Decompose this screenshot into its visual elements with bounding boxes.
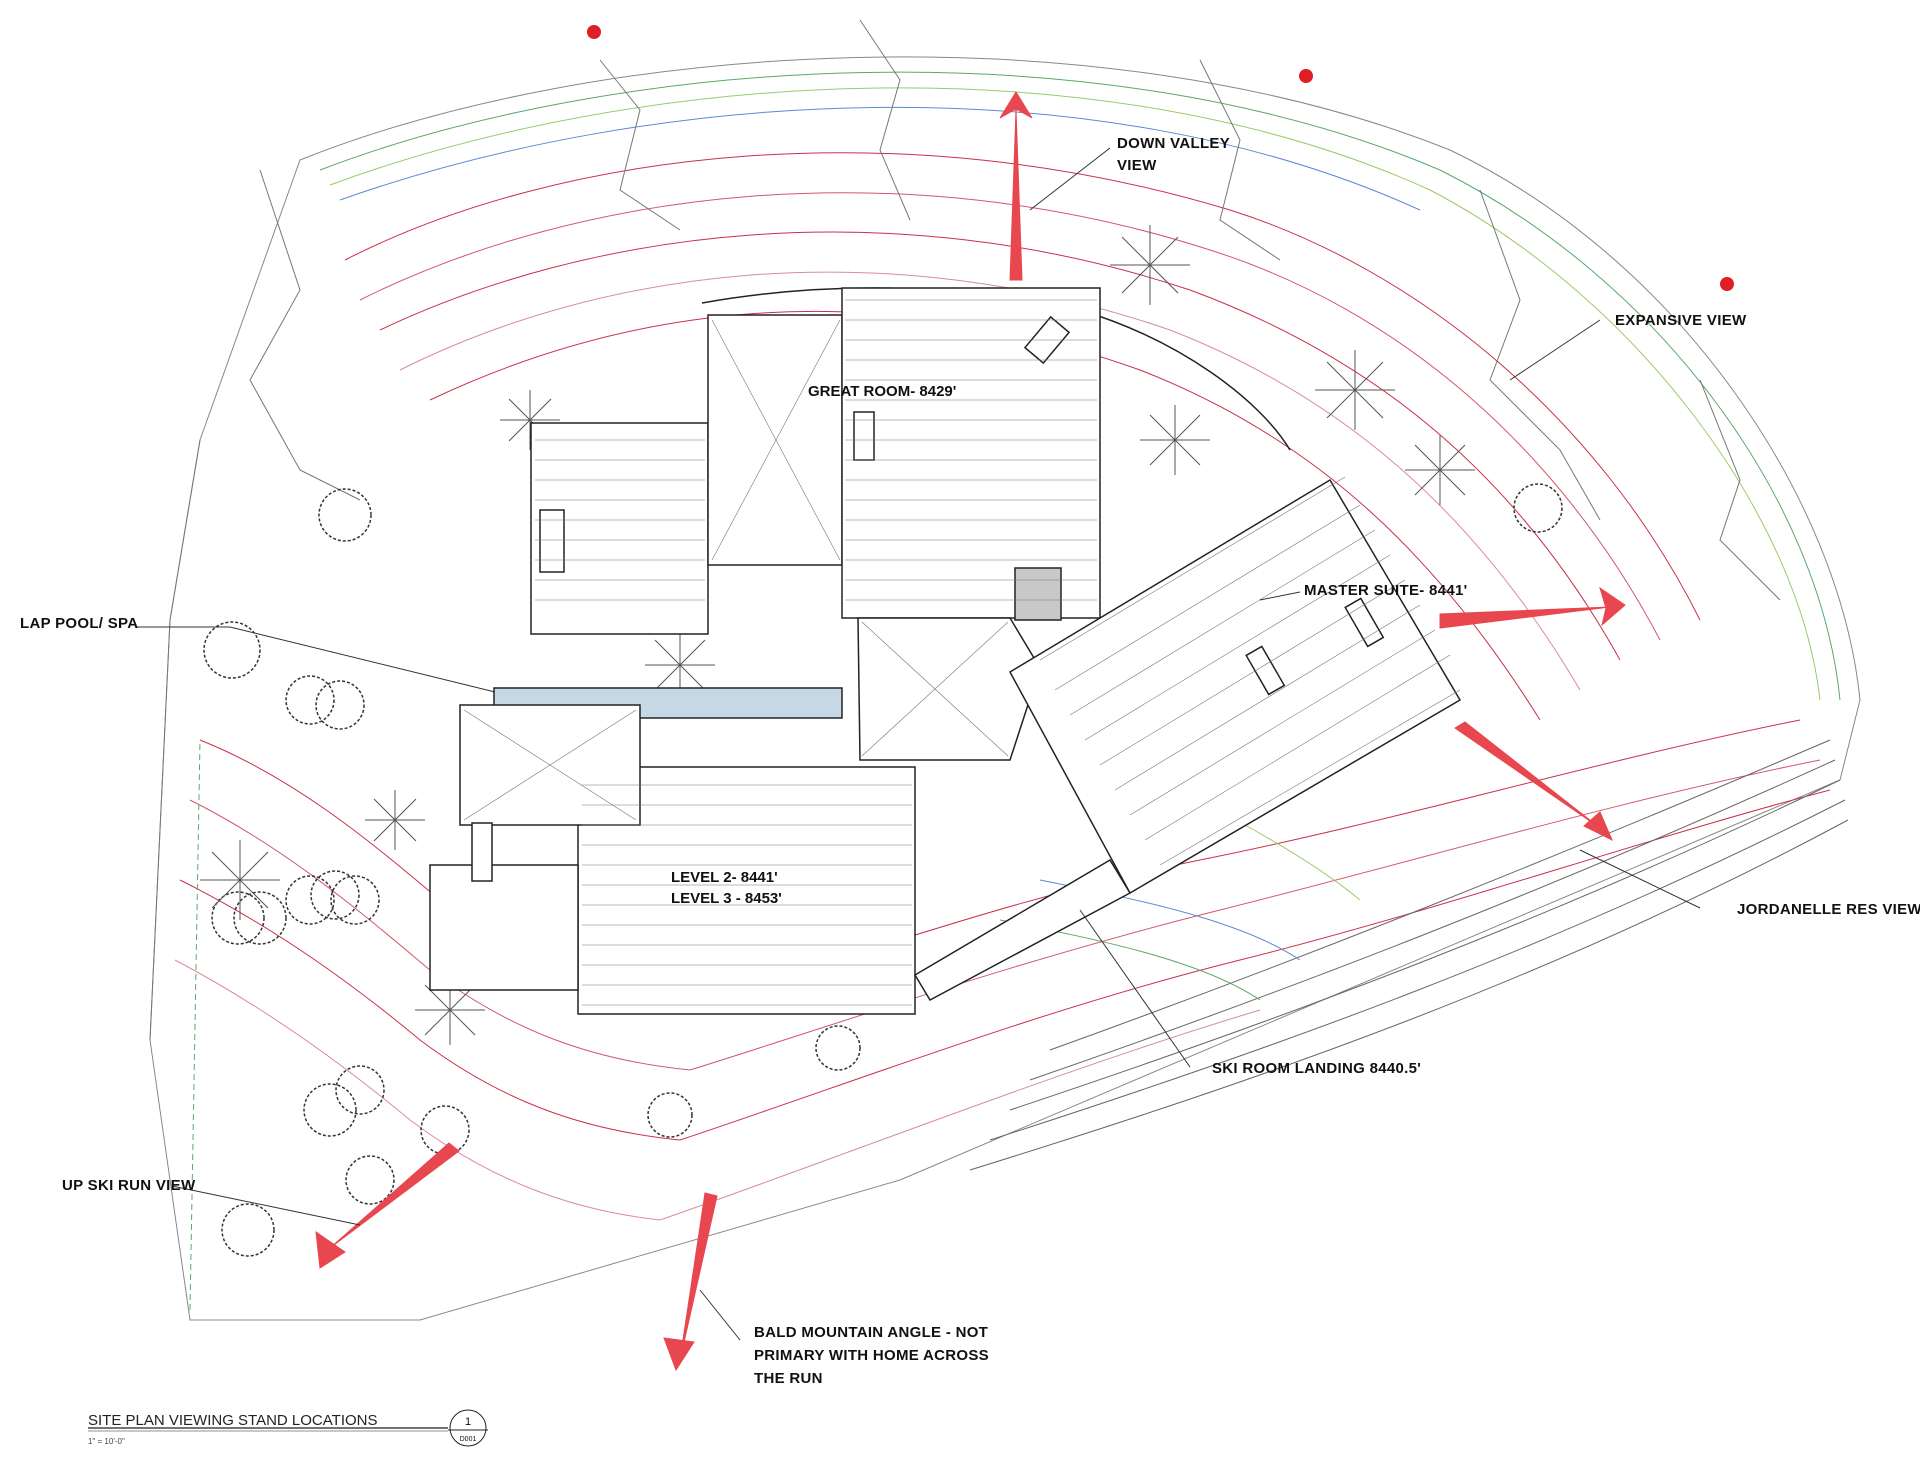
roof-hatching xyxy=(463,299,1461,1006)
drawing-scale: 1" = 10'-0" xyxy=(88,1437,125,1446)
label-bald-mountain-line3: THE RUN xyxy=(754,1370,823,1387)
sheet-number: D001 xyxy=(460,1436,477,1443)
section-bubble-icon: 1 D001 xyxy=(449,1409,487,1447)
label-jordanelle: JORDANELLE RES VIEW xyxy=(1737,901,1920,918)
building-roof-plan xyxy=(429,287,1462,1015)
view-arrows xyxy=(315,91,1626,1372)
room-level2: LEVEL 2- 8441' xyxy=(671,869,778,886)
view-arrow-icon xyxy=(1439,586,1626,629)
tree-symbol-icon xyxy=(200,225,1475,1045)
tree-symbol-icon xyxy=(203,483,1563,1257)
topography-contours xyxy=(149,19,1861,1321)
view-arrow-icon xyxy=(999,91,1033,281)
view-arrow-icon xyxy=(315,1142,460,1269)
label-up-ski-run: UP SKI RUN VIEW xyxy=(62,1177,196,1194)
view-arrow-icon xyxy=(1454,721,1613,842)
survey-markers xyxy=(587,25,1734,291)
drawing-title: SITE PLAN VIEWING STAND LOCATIONS xyxy=(88,1412,378,1429)
leader-lines xyxy=(135,147,1701,1341)
view-arrow-icon xyxy=(663,1192,718,1372)
room-level3: LEVEL 3 - 8453' xyxy=(671,890,782,907)
detail-number: 1 xyxy=(465,1416,471,1428)
label-expansive-view: EXPANSIVE VIEW xyxy=(1615,312,1747,329)
label-bald-mountain-line2: PRIMARY WITH HOME ACROSS xyxy=(754,1347,989,1364)
title-block: SITE PLAN VIEWING STAND LOCATIONS 1" = 1… xyxy=(88,1409,488,1447)
callout-labels: DOWN VALLEY VIEW EXPANSIVE VIEW LAP POOL… xyxy=(20,135,1920,1387)
survey-marker-icon xyxy=(1720,277,1734,291)
survey-marker-icon xyxy=(587,25,601,39)
trees xyxy=(200,225,1563,1257)
label-lap-pool: LAP POOL/ SPA xyxy=(20,615,138,632)
label-down-valley-line2: VIEW xyxy=(1117,157,1157,174)
label-master-suite: MASTER SUITE- 8441' xyxy=(1304,582,1467,599)
room-great-room: GREAT ROOM- 8429' xyxy=(808,383,956,400)
label-ski-room: SKI ROOM LANDING 8440.5' xyxy=(1212,1060,1421,1077)
room-labels: GREAT ROOM- 8429' LEVEL 2- 8441' LEVEL 3… xyxy=(671,383,956,907)
survey-marker-icon xyxy=(1299,69,1313,83)
label-bald-mountain-line1: BALD MOUNTAIN ANGLE - NOT xyxy=(754,1324,988,1341)
label-down-valley-line1: DOWN VALLEY xyxy=(1117,135,1230,152)
